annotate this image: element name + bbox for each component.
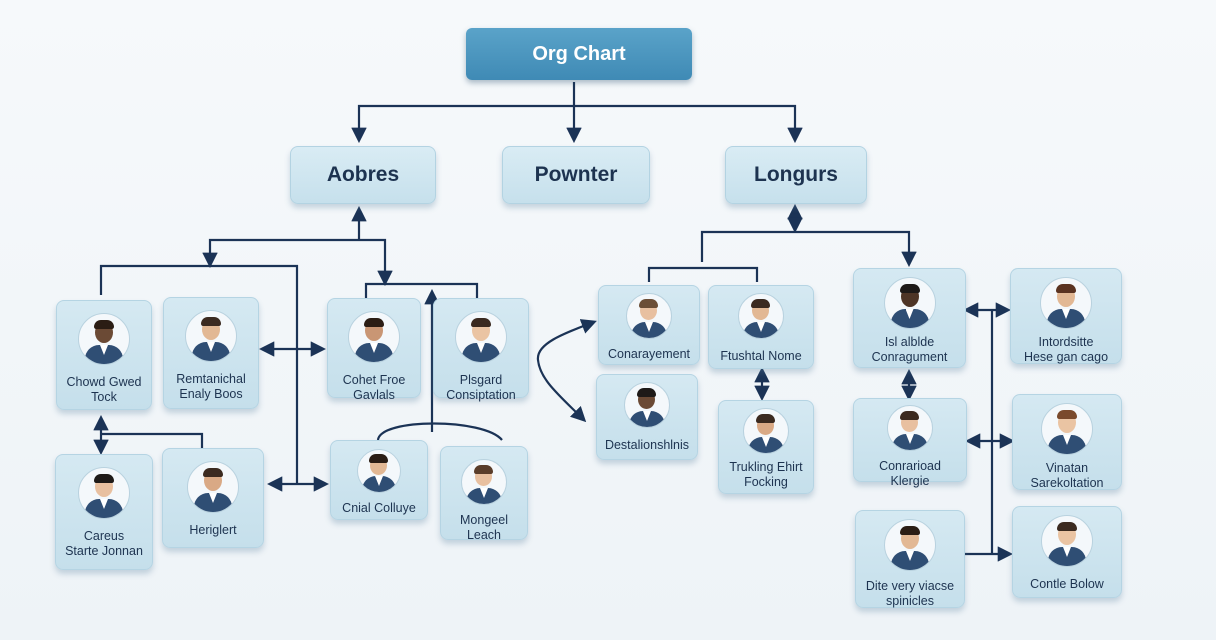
person-card[interactable]: Ftushtal Nome (708, 285, 814, 369)
dept-label: Pownter (534, 163, 618, 186)
avatar (348, 311, 400, 363)
person-name: Cohet Froe Gavlals (342, 373, 406, 402)
dept-box-pownter[interactable]: Pownter (502, 146, 650, 204)
dept-label: Aobres (326, 163, 400, 186)
person-card[interactable]: Conrarioad Klergie (853, 398, 967, 488)
person-card[interactable]: Heriglert (162, 448, 264, 548)
person-card[interactable]: Conarayement (598, 285, 700, 365)
person-card[interactable]: Isl alblde Conragument (853, 268, 966, 368)
person-name: Conarayement (608, 347, 690, 361)
person-name: Mongeel Leach (460, 513, 508, 542)
avatar (455, 311, 507, 363)
avatar (884, 519, 936, 571)
avatar (626, 293, 672, 339)
person-card[interactable]: Remtanichal Enaly Boos (163, 297, 259, 409)
person-card[interactable]: Cohet Froe Gavlals (327, 298, 421, 402)
person-name: Careus Starte Jonnan (65, 529, 143, 558)
person-name: Isl alblde Conragument (871, 335, 948, 364)
avatar (185, 310, 237, 362)
person-name: Cnial Colluye (342, 501, 416, 515)
person-card[interactable]: Dite very viacse spinicles (855, 510, 965, 608)
person-card[interactable]: Vinatan Sarekoltation (1012, 394, 1122, 490)
avatar (883, 277, 936, 329)
person-card[interactable]: Destalionshlnis (596, 374, 698, 460)
person-card[interactable]: Contle Bolow (1012, 506, 1122, 598)
avatar (624, 382, 670, 428)
dept-box-aobres[interactable]: Aobres (290, 146, 436, 204)
avatar (1041, 515, 1093, 567)
person-name: Dite very viacse spinicles (865, 579, 955, 608)
avatar (738, 293, 784, 339)
person-name: Destalionshlnis (604, 438, 690, 452)
person-card[interactable]: Cnial Colluye (330, 440, 428, 520)
person-name: Vinatan Sarekoltation (1030, 461, 1104, 490)
org-chart-title: Org Chart (466, 28, 692, 80)
person-card[interactable]: Trukling Ehirt Focking (718, 400, 814, 494)
avatar (357, 449, 401, 493)
person-name: Trukling Ehirt Focking (729, 460, 803, 489)
person-card[interactable]: Chowd Gwed Tock (56, 300, 152, 410)
avatar (1041, 403, 1093, 455)
person-card[interactable]: Mongeel Leach (440, 446, 528, 542)
person-name: Conrarioad Klergie (879, 459, 941, 488)
dept-label: Longurs (754, 163, 838, 186)
person-name: Heriglert (189, 523, 237, 537)
avatar (1040, 277, 1092, 329)
person-name: Ftushtal Nome (720, 349, 802, 363)
person-name: Contle Bolow (1030, 577, 1104, 591)
avatar (887, 405, 933, 451)
avatar (743, 408, 789, 454)
person-card[interactable]: Plsgard Consiptation (433, 298, 529, 402)
person-name: Plsgard Consiptation (446, 373, 516, 402)
person-card[interactable]: Intordsitte Hese gan cago (1010, 268, 1122, 364)
dept-box-longurs[interactable]: Longurs (725, 146, 867, 204)
avatar (187, 461, 239, 513)
person-name: Chowd Gwed Tock (66, 375, 142, 404)
avatar (78, 467, 130, 519)
avatar (78, 313, 130, 365)
person-name: Intordsitte Hese gan cago (1023, 335, 1109, 364)
person-card[interactable]: Careus Starte Jonnan (55, 454, 153, 570)
person-name: Remtanichal Enaly Boos (176, 372, 246, 401)
avatar (461, 459, 507, 505)
